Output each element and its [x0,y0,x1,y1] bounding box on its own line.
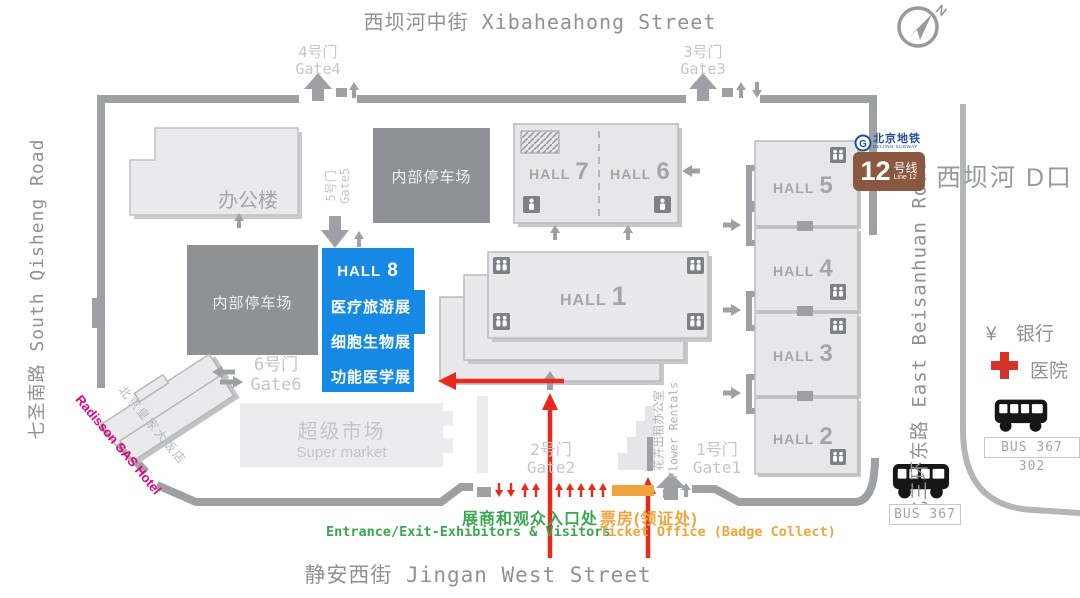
office-building [129,127,302,219]
red-route-arrows [438,372,656,558]
hall8-box-tab [413,290,425,334]
entrance-label-cn: 展商和观众入口处 [462,511,599,528]
stairs-shape [618,406,655,471]
subway-station-label: 西坝河 D口 [936,164,1074,192]
svg-text:G: G [859,139,867,150]
supermarket-label: 超级市场 Super market [296,421,387,461]
yuan-icon: ¥ [986,324,997,345]
hall8-expo-line: 细胞生物展 [331,334,412,351]
hospital-label: 医院 [1030,361,1069,382]
line12-badge: 12 号线 Line 12 [853,152,925,191]
hall8-expo-line: 功能医学展 [331,369,412,386]
parking-lot-left [187,245,318,355]
ticket-office-strip [612,485,654,496]
office-building-label: 办公楼 [218,190,278,212]
street-right: 北三环东路 East Beisanhuan Road [908,158,931,521]
road-line [960,104,1080,516]
bus-routes-badge: BUS 367 [889,504,961,525]
flower-rentals-label: 花卉出租办公室 Flower Rentals [653,381,681,479]
subway-logo-icon: G [854,134,872,152]
street-left: 七圣南路 South Qisheng Road [27,138,48,440]
compass-icon: N [897,2,950,48]
parking-left-label: 内部停车场 [212,295,293,312]
supermarket-building [240,403,453,467]
parking-top-label: 内部停车场 [391,169,472,186]
street-bottom: 静安西街 Jingan West Street [304,563,652,587]
parking-lot-top [373,128,490,223]
subway-brand: 北京地铁 BEIJING SUBWAY [873,133,921,149]
bus-routes-badge: BUS 367 302 [984,437,1080,474]
entrance-label-en: Entrance/Exit-Exhibitors & Visitors [326,524,611,540]
ticket-label-cn: 票房(领证处) [600,511,698,528]
hospital-icon [991,352,1018,379]
hall8-expo-line: 医疗旅游展 [331,299,412,316]
gate-arrows [212,73,762,500]
ticket-label-en: Ticket Office (Badge Collect) [600,524,836,540]
street-top: 西坝河中街 Xibaheahong Street [363,10,717,34]
wall-notch [92,298,99,328]
bank-label: ¥ 银行 [986,324,1054,345]
venue-walls [97,95,879,506]
gate2-passage [477,396,488,473]
bus-icon [994,399,1048,432]
hotel-building [100,353,240,463]
hall1-building-stack [439,251,712,385]
